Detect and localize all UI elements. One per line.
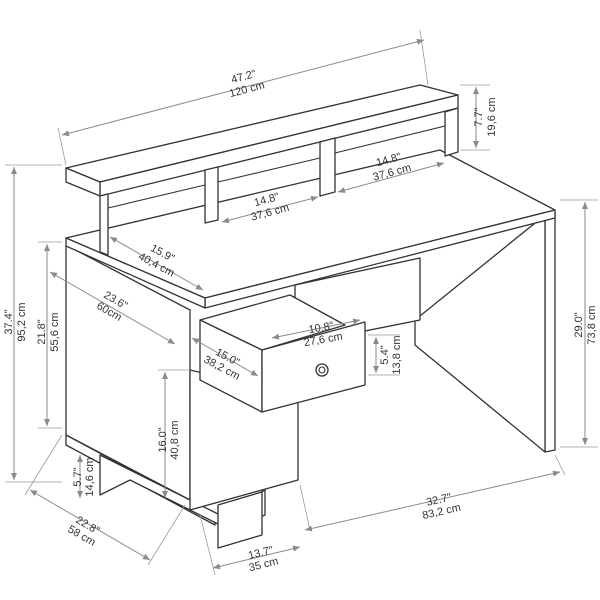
label-cabinet-width: 13.7"35 cm [247,544,280,574]
label-door-height: 16.0"40,8 cm [157,420,181,459]
cabinet-plinth [217,491,263,549]
svg-text:19,6 cm: 19,6 cm [486,97,498,136]
label-base-depth: 22.8"58 cm [66,514,102,549]
label-total-height: 37.4"95,2 cm [3,302,28,341]
svg-text:14,6 cm: 14,6 cm [84,457,96,496]
svg-text:7.7": 7.7" [473,107,485,126]
right-leg-panel [544,211,556,453]
svg-text:37.4": 37.4" [3,309,15,334]
svg-text:40,8 cm: 40,8 cm [169,420,181,459]
hutch-right-post [444,107,459,157]
svg-text:55,6 cm: 55,6 cm [49,312,61,351]
svg-text:32.7": 32.7" [425,491,452,508]
label-cabinet-height: 21.8"55,6 cm [36,312,61,351]
svg-text:13.7": 13.7" [247,544,275,562]
svg-text:73,8 cm: 73,8 cm [586,305,598,344]
svg-text:10.8": 10.8" [308,320,335,336]
svg-text:29.0": 29.0" [573,312,585,337]
label-hutch-height: 7.7"19,6 cm [473,97,498,136]
hutch-divider-2 [319,137,336,197]
svg-text:95,2 cm: 95,2 cm [16,302,28,341]
label-drawer-height: 5.4"13,8 cm [379,335,403,374]
svg-text:5.7": 5.7" [72,467,84,486]
dimension-lines [5,29,598,576]
label-desk-height: 29.0"73,8 cm [573,305,598,344]
drawer-knob-icon [315,363,329,377]
right-leg-side [414,214,546,453]
svg-text:5.4": 5.4" [379,345,391,364]
svg-text:16.0": 16.0" [157,427,169,452]
label-base-shelf-height: 5.7"14,6 cm [72,457,96,496]
svg-text:21.8": 21.8" [36,319,48,344]
label-legroom-width: 32.7"83,2 cm [421,491,462,522]
label-total-width: 47.2"120 cm [228,68,266,100]
hutch-left-post [99,193,109,256]
svg-text:13,8 cm: 13,8 cm [391,335,403,374]
desk-body [65,84,556,549]
hutch-divider-1 [204,166,219,224]
